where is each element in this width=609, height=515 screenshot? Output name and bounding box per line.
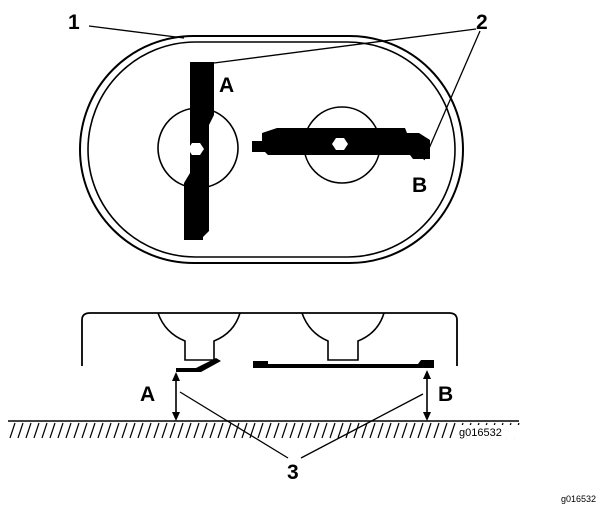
ground-hatch-line — [153, 422, 160, 439]
ground-hatch-line — [217, 422, 224, 439]
measure-arrow-b — [423, 370, 431, 421]
callout-2: 2 — [476, 11, 488, 34]
ground-hatch-line — [9, 422, 16, 439]
leader-3b — [300, 393, 424, 459]
ground-hatch-line — [329, 422, 336, 439]
ground-hatch-line — [417, 422, 424, 439]
ground-hatch-line — [409, 422, 416, 439]
callout-side-b: B — [438, 383, 453, 406]
ground-hatch-line — [161, 422, 168, 439]
ground-hatch-line — [97, 422, 104, 439]
leader-lines — [88, 25, 481, 459]
deck-outline-outer — [79, 35, 464, 264]
ground-hatch-line — [385, 422, 392, 439]
callout-1: 1 — [68, 11, 80, 34]
ground-hatch-line — [49, 422, 56, 439]
ground-hatch-line — [169, 422, 176, 439]
ground-hatch-line — [297, 422, 304, 439]
ground-hatch-line — [305, 422, 312, 439]
ground-hatch-line — [129, 422, 136, 439]
ground-hatch-line — [17, 422, 24, 439]
ground-hatch-line — [33, 422, 40, 439]
ground-hatch-line — [321, 422, 328, 439]
ground-hatch-line — [89, 422, 96, 439]
callout-side-a: A — [140, 383, 155, 406]
ground-hatch-line — [177, 422, 184, 439]
ground-hatch-line — [289, 422, 296, 439]
ground-hatch-line — [25, 422, 32, 439]
ground-hatch-line — [369, 422, 376, 439]
callout-top-b: B — [412, 174, 427, 197]
corner-figure-code: g016532 — [560, 494, 596, 504]
right-blade-bolt — [332, 138, 348, 150]
ground-hatch-line — [233, 422, 240, 439]
ground-hatch-line — [209, 422, 216, 439]
ground-hatch-line — [121, 422, 128, 439]
leader-1 — [88, 25, 185, 39]
ground-hatch-line — [185, 422, 192, 439]
ground-hatching — [9, 422, 520, 439]
measure-arrow-a — [172, 372, 180, 421]
ground-hatch-line — [353, 422, 360, 439]
ground-hatch-line — [441, 422, 448, 439]
ground-hatch-line — [225, 422, 232, 439]
ground-hatch-line — [81, 422, 88, 439]
ground-hatch-line — [449, 422, 456, 439]
ground-hatch-line — [137, 422, 144, 439]
side-view — [8, 312, 520, 439]
ground-hatch-line — [57, 422, 64, 439]
ground-hatch-line — [313, 422, 320, 439]
figure-code: g016532 — [459, 427, 502, 439]
ground-hatch-line — [193, 422, 200, 439]
ground-hatch-line — [257, 422, 264, 439]
right-spindle-housing — [301, 312, 385, 361]
deck-outline-inner — [87, 41, 456, 258]
ground-hatch-line — [113, 422, 120, 439]
ground-hatch-line — [41, 422, 48, 439]
ground-hatch-line — [337, 422, 344, 439]
left-blade-side — [176, 358, 221, 372]
ground-hatch-line — [393, 422, 400, 439]
ground-hatch-line — [265, 422, 272, 439]
ground-hatch-line — [377, 422, 384, 439]
leader-2a — [213, 28, 477, 64]
right-blade-side — [253, 360, 434, 368]
ground-hatch-line — [345, 422, 352, 439]
left-blade-bolt — [188, 143, 204, 155]
leader-2b — [423, 30, 481, 161]
leader-3a — [179, 391, 289, 459]
ground-hatch-line — [201, 422, 208, 439]
ground-hatch-line — [65, 422, 72, 439]
ground-hatch-line — [361, 422, 368, 439]
ground-hatch-line — [433, 422, 440, 439]
ground-hatch-line — [241, 422, 248, 439]
deck-side-profile — [81, 312, 458, 366]
ground-hatch-line — [281, 422, 288, 439]
callout-top-a: A — [219, 74, 234, 97]
ground-hatch-line — [73, 422, 80, 439]
ground-hatch-line — [425, 422, 432, 439]
ground-hatch-line — [401, 422, 408, 439]
ground-hatch-line — [273, 422, 280, 439]
figure-code-bg — [456, 425, 520, 438]
ground-hatch-line — [145, 422, 152, 439]
top-view — [79, 35, 464, 264]
callout-3: 3 — [287, 461, 299, 484]
left-spindle-housing — [157, 312, 241, 361]
ground-hatch-line — [105, 422, 112, 439]
